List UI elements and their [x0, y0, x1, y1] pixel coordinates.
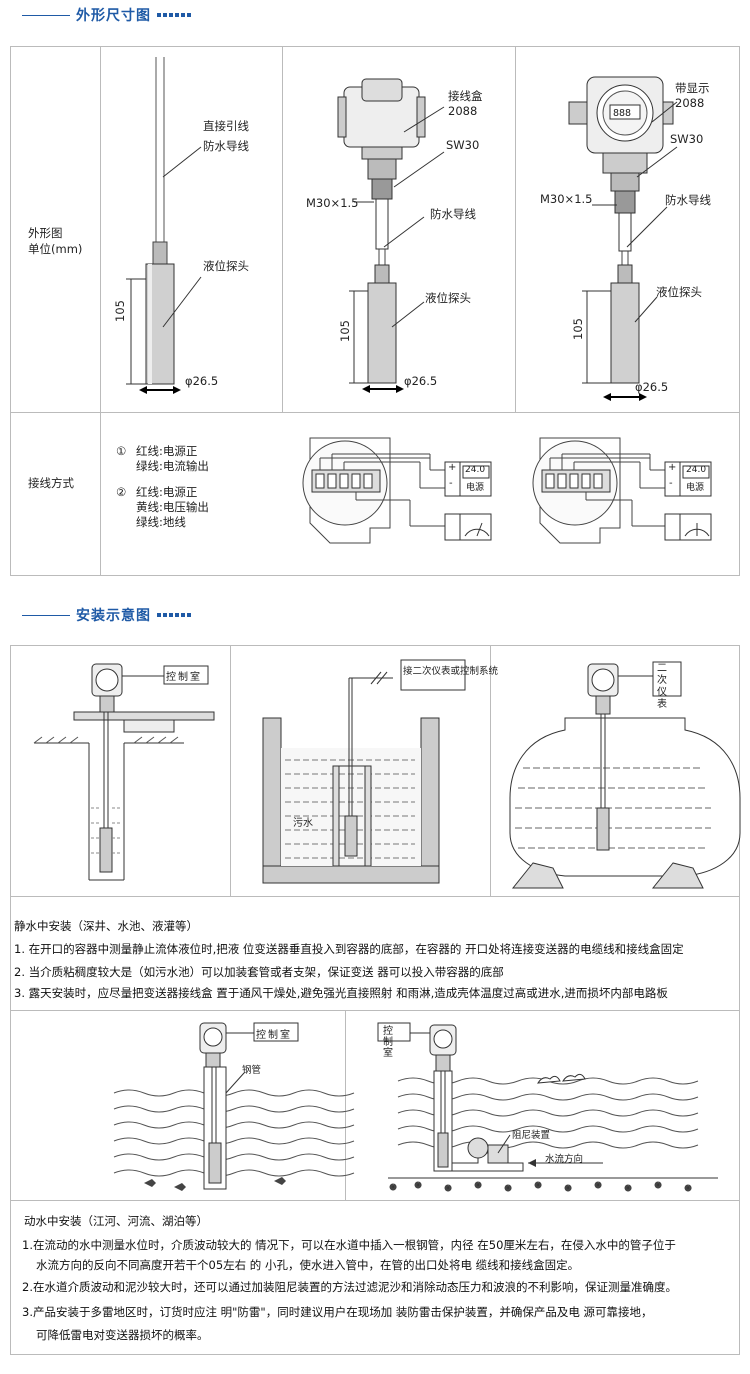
sewage-tank-illustration: [262, 659, 466, 884]
label-thread: M30×1.5: [306, 196, 359, 210]
table-col-divider: [490, 645, 491, 896]
label-junction-box-no: 2088: [448, 104, 478, 118]
static-note-3: 3. 露天安装时，应尽量把变送器接线盒 置于通风干燥处,避免强光直接照射 和雨淋…: [14, 986, 668, 1000]
label-cable: 防水导线: [665, 193, 711, 207]
row-label-outline: 外形图: [28, 226, 63, 240]
label-junction-box: 接线盒: [448, 89, 483, 103]
table-col-divider: [515, 46, 516, 412]
installation-table: [10, 645, 740, 1355]
label-sw30: SW30: [446, 138, 480, 152]
label-damper: 阻尼装置: [512, 1130, 551, 1141]
junction-box-drawing: [337, 78, 445, 393]
label-display-head: 带显示: [675, 81, 710, 95]
wiring-option-2-line-2: 黄线:电压输出: [136, 500, 209, 514]
dynamic-note-1: 1.在流动的水中测量水位时，介质波动较大的 情况下，可以在水道中插入一根钢管，内…: [22, 1238, 676, 1252]
wiring-option-1-mark: ①: [116, 444, 127, 458]
label-height: 105: [113, 300, 127, 322]
wiring-display-value: 24.0: [686, 465, 707, 475]
wiring-option-2-mark: ②: [116, 485, 127, 499]
label-control-room: 控制室: [166, 672, 202, 683]
label-secondary-system-text: 接二次仪表或控制系统: [403, 666, 499, 677]
label-probe: 液位探头: [656, 285, 702, 299]
label-control-room: 控制室: [256, 1030, 292, 1041]
label-direct-lead: 直接引线: [203, 119, 249, 133]
damper-river-illustration: [377, 1022, 718, 1192]
dimensions-table: [10, 46, 740, 576]
table-col-divider: [100, 46, 101, 576]
static-note-2: 2. 当介质粘稠度较大是（如污水池）可以加装套管或者支架，保证变送 器可以投入带…: [14, 965, 504, 979]
label-flow-direction: 水流方向: [545, 1154, 584, 1165]
table-col-divider: [345, 1010, 346, 1200]
wiring-minus-sign: -: [669, 478, 673, 489]
row-label-wiring: 接线方式: [28, 476, 74, 490]
label-secondary-instrument: 二次仪表: [657, 663, 667, 710]
wiring-option-2-line-3: 绿线:地线: [136, 515, 186, 529]
static-install-title: 静水中安装（深井、水池、液灌等）: [14, 919, 198, 933]
label-height: 105: [338, 320, 352, 342]
label-probe: 液位探头: [203, 259, 249, 273]
static-note-1: 1. 在开口的容器中测量静止流体液位时,把液 位变送器垂直投入到容器的底部，在容…: [14, 942, 684, 956]
label-cable: 防水导线: [430, 207, 476, 221]
section-title: 外形尺寸图: [76, 8, 151, 24]
label-probe: 液位探头: [425, 291, 471, 305]
header-squares: [157, 13, 191, 17]
table-divider: [10, 1200, 740, 1201]
dynamic-note-3-cont: 可降低雷电对变送器损坏的概率。: [36, 1328, 209, 1342]
wiring-power-label: 电源: [686, 483, 705, 493]
header-squares: [157, 613, 191, 617]
label-steel-pipe: 钢管: [242, 1065, 262, 1076]
label-sw30: SW30: [670, 132, 704, 146]
wiring-plus-sign: +: [668, 462, 677, 473]
table-col-divider: [230, 645, 231, 896]
header-line: [22, 14, 70, 16]
header-line: [22, 614, 70, 616]
label-diameter: φ26.5: [635, 380, 669, 394]
wiring-option-1-line-2: 绿线:电流输出: [136, 459, 209, 473]
label-display-head-no: 2088: [675, 96, 705, 110]
dynamic-note-2: 2.在水道介质波动和泥沙较大时，还可以通过加装阻尼装置的方法过滤泥沙和消除动态压…: [22, 1280, 677, 1294]
label-secondary-system: 接二次仪表或控制系统: [403, 663, 498, 677]
label-control-room: 控制室: [383, 1026, 393, 1059]
label-thread: M30×1.5: [540, 192, 593, 206]
wiring-option-2-line-1: 红线:电源正: [136, 485, 198, 499]
direct-lead-drawing: [126, 57, 202, 394]
section-header-dimensions: 外形尺寸图: [0, 0, 191, 30]
section-header-installation: 安装示意图: [0, 600, 191, 630]
table-divider: [10, 1010, 740, 1011]
dynamic-note-1-cont: 水流方向的反向不同高度开若干个05左右 的 小孔，使水进入管中，在管的出口处将电…: [36, 1258, 580, 1272]
row-label-unit: 单位(mm): [28, 242, 83, 256]
label-sewage: 污水: [293, 818, 313, 829]
steel-pipe-river-illustration: [113, 1022, 355, 1191]
wiring-plus-sign: +: [448, 462, 457, 473]
dynamic-note-3: 3.产品安装于多雷地区时，订货时应注 明"防雷"，同时建议用户在现场加 装防雷击…: [22, 1305, 653, 1319]
label-height: 105: [571, 318, 585, 340]
wiring-diagram-current: [302, 437, 492, 544]
table-divider: [10, 896, 740, 897]
label-cable: 防水导线: [203, 139, 249, 153]
wiring-power-label: 电源: [466, 483, 485, 493]
section-title: 安装示意图: [76, 608, 151, 624]
table-col-divider: [282, 46, 283, 412]
display-head-drawing: 888: [568, 76, 678, 401]
label-diameter: φ26.5: [404, 374, 438, 388]
label-diameter: φ26.5: [185, 374, 219, 388]
deep-well-illustration: [33, 663, 215, 881]
wiring-option-1-line-1: 红线:电源正: [136, 444, 198, 458]
wiring-minus-sign: -: [449, 478, 453, 489]
vessel-illustration: [509, 661, 741, 889]
dynamic-install-title: 动水中安装（江河、河流、湖泊等）: [24, 1214, 208, 1228]
table-divider: [10, 412, 740, 413]
wiring-display-value: 24.0: [465, 465, 486, 475]
svg-text:888: 888: [613, 108, 631, 119]
wiring-diagram-voltage: [532, 437, 712, 544]
